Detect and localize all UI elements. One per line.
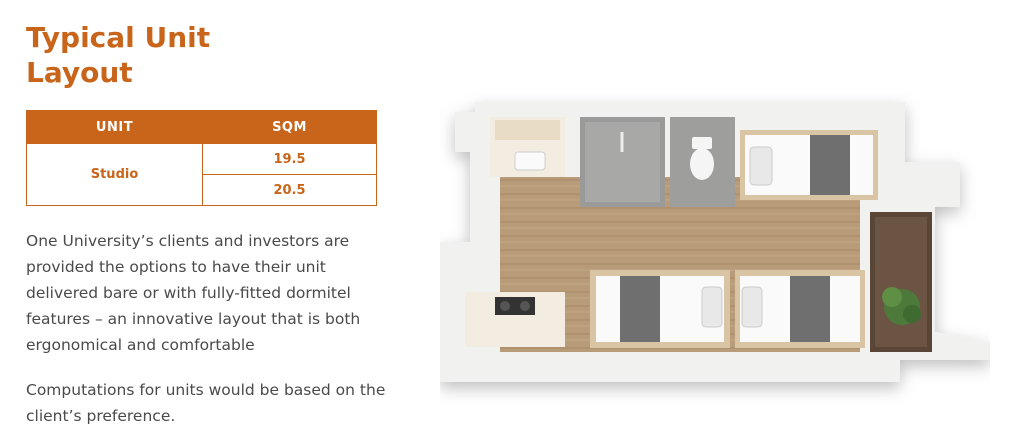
unit-name-cell: Studio bbox=[26, 143, 203, 206]
computation-note: Computations for units would be based on… bbox=[26, 381, 386, 425]
description-paragraph: One University’s clients and investors a… bbox=[26, 232, 361, 354]
header-sqm: SQM bbox=[202, 110, 377, 144]
floor-plan-image bbox=[440, 102, 990, 382]
title-line-2: Layout bbox=[26, 56, 133, 89]
table-header-row: UNIT SQM bbox=[26, 110, 377, 144]
title-line-1: Typical Unit bbox=[26, 21, 211, 54]
sqm-cell-1: 19.5 bbox=[202, 143, 377, 175]
table-row: Studio 19.5 bbox=[26, 143, 377, 206]
sqm-cell-2: 20.5 bbox=[202, 174, 377, 206]
page-title: Typical Unit Layout bbox=[26, 20, 286, 90]
table-row: 20.5 bbox=[27, 174, 377, 206]
header-unit: UNIT bbox=[26, 110, 203, 144]
unit-size-table: UNIT SQM Studio 19.5 20.5 bbox=[26, 110, 377, 206]
